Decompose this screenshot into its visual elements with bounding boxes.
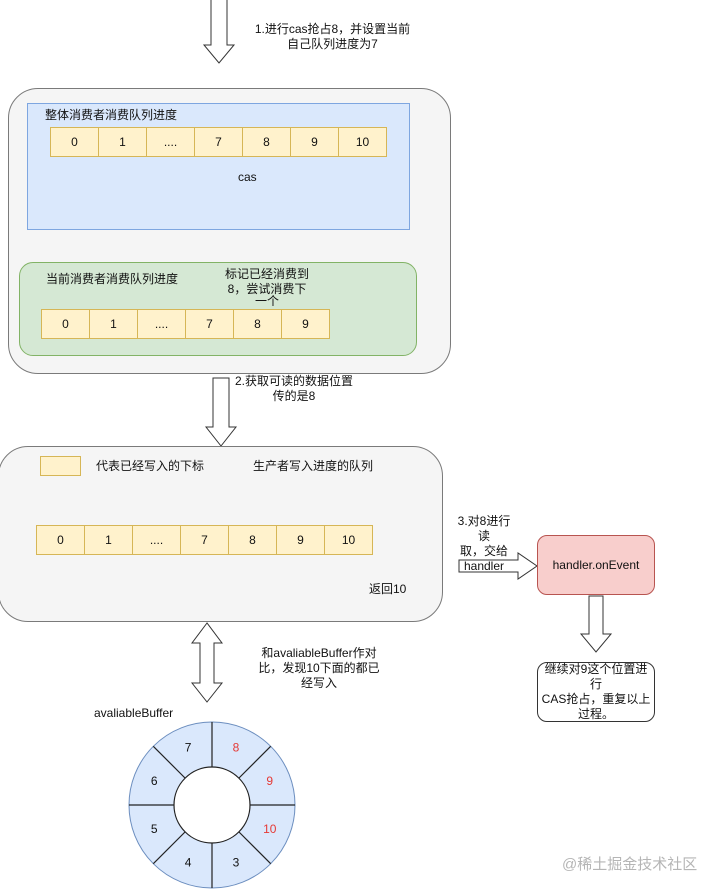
queue-cell: 7: [194, 127, 243, 157]
down-arrow-step2: [204, 377, 238, 447]
annotation-line2: 8，尝试消费下: [227, 282, 307, 296]
queue-cell: 9: [290, 127, 339, 157]
global-consumer-box: 整体消费者消费队列进度: [27, 103, 410, 230]
queue-cell: 10: [324, 525, 373, 555]
global-consumer-queue: 0 1 .... 7 8 9 10: [50, 127, 387, 157]
legend-swatch: [40, 456, 81, 476]
legend-label: 代表已经写入的下标: [96, 459, 205, 473]
ring-buffer-chart: 8 9 10 3 4 5 6 7: [128, 721, 296, 889]
queue-cell: 8: [228, 525, 277, 555]
ring-segment-label: 9: [266, 774, 273, 788]
ring-segment-label: 7: [185, 740, 192, 754]
ring-divider: [152, 745, 186, 779]
down-arrow-step1: [202, 0, 236, 64]
queue-cell: 0: [50, 127, 99, 157]
ring-divider: [238, 831, 272, 865]
ring-segment-label: 5: [151, 822, 158, 836]
step3-line1: 3.对8进行读: [457, 514, 511, 543]
step1-line2: 自己队列进度为7: [287, 37, 378, 51]
ring-segment-label: 8: [233, 740, 240, 754]
consumed-annotation: 标记已经消费到 8，尝试消费下 一个: [222, 267, 312, 309]
step1-line1: 1.进行cas抢占8，并设置当前: [254, 22, 411, 36]
ring-buffer-title: avaliableBuffer: [94, 706, 174, 720]
compare-line1: 和avaliableBuffer作对: [261, 646, 377, 660]
return-label: 返回10: [369, 582, 407, 596]
continue-line3: 过程。: [577, 707, 614, 721]
ring-inner: [173, 766, 251, 844]
continue-line2: CAS抢占，重复以上: [541, 692, 651, 706]
watermark: @稀土掘金技术社区: [562, 856, 698, 873]
continue-note: 继续对9这个位置进行 CAS抢占，重复以上 过程。: [537, 662, 655, 722]
handler-onevent-box: handler.onEvent: [537, 535, 655, 595]
down-arrow-handler: [579, 595, 613, 653]
ring-divider: [152, 831, 186, 865]
queue-cell: 9: [281, 309, 330, 339]
queue-cell: 7: [180, 525, 229, 555]
right-arrow-step3: [458, 552, 538, 580]
queue-cell: 1: [89, 309, 138, 339]
compare-note: 和avaliableBuffer作对 比，发现10下面的都已 经写入: [244, 646, 394, 691]
queue-cell: ....: [132, 525, 181, 555]
queue-cell: 1: [98, 127, 147, 157]
queue-cell: ....: [137, 309, 186, 339]
continue-line1: 继续对9这个位置进行: [544, 662, 648, 691]
queue-cell: 9: [276, 525, 325, 555]
compare-line3: 经写入: [300, 676, 337, 690]
annotation-line3: 一个: [254, 294, 279, 308]
current-consumer-queue: 0 1 .... 7 8 9: [41, 309, 330, 339]
queue-cell: 10: [338, 127, 387, 157]
queue-cell: 0: [41, 309, 90, 339]
step3-line3: handler: [463, 559, 505, 573]
step3-line2: 取，交给: [459, 544, 508, 558]
queue-cell: 8: [233, 309, 282, 339]
ring-segment-label: 3: [233, 856, 240, 870]
queue-cell: 0: [36, 525, 85, 555]
step2-line1: 2.获取可读的数据位置: [234, 374, 353, 388]
cas-label: cas: [238, 170, 257, 184]
queue-cell: 7: [185, 309, 234, 339]
ring-segment-label: 10: [263, 822, 277, 836]
current-consumer-title: 当前消费者消费队列进度: [46, 272, 179, 286]
compare-line2: 比，发现10下面的都已: [258, 661, 380, 675]
ring-divider: [238, 745, 272, 779]
ring-segment-label: 4: [185, 856, 192, 870]
annotation-line1: 标记已经消费到: [224, 267, 309, 281]
global-consumer-title: 整体消费者消费队列进度: [45, 108, 178, 122]
step2-line2: 传的是8: [272, 389, 316, 403]
double-arrow-compare: [190, 622, 224, 703]
step3-label: 3.对8进行读 取，交给 handler: [452, 514, 516, 574]
producer-title: 生产者写入进度的队列: [253, 459, 374, 473]
ring-segment-label: 6: [151, 774, 158, 788]
queue-cell: 8: [242, 127, 291, 157]
handler-label: handler.onEvent: [552, 558, 640, 572]
producer-queue: 0 1 .... 7 8 9 10: [36, 525, 373, 555]
step2-label: 2.获取可读的数据位置 传的是8: [234, 374, 354, 404]
step1-label: 1.进行cas抢占8，并设置当前 自己队列进度为7: [245, 22, 420, 52]
queue-cell: ....: [146, 127, 195, 157]
queue-cell: 1: [84, 525, 133, 555]
